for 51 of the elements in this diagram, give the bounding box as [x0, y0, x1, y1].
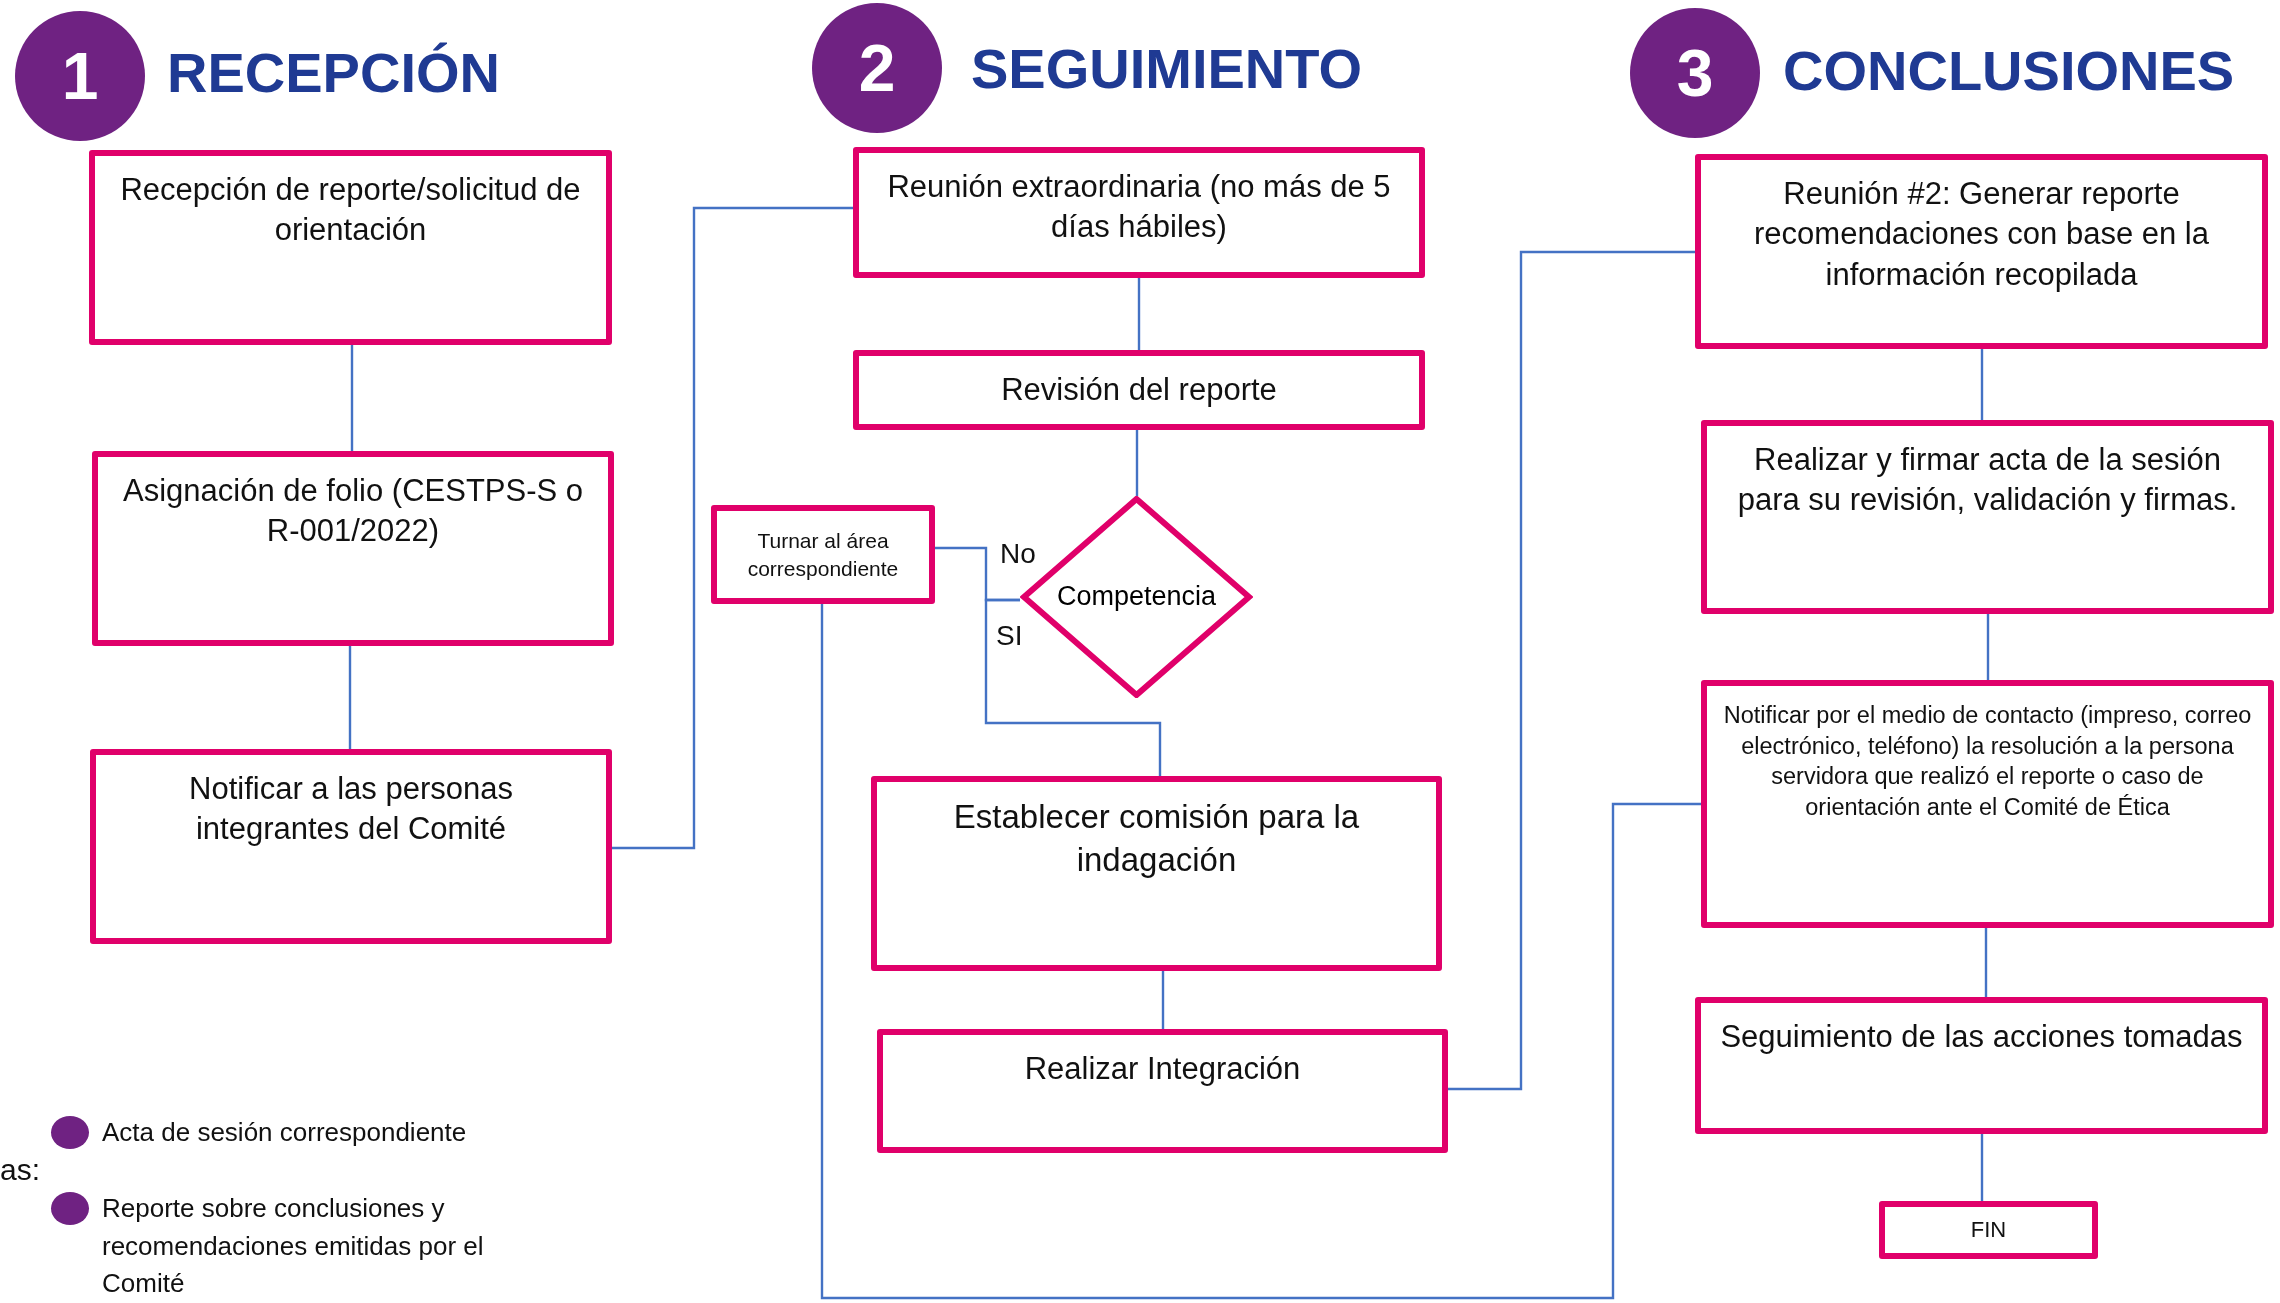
legend-text: Acta de sesión correspondiente — [102, 1116, 468, 1149]
connector-line — [1986, 614, 1990, 680]
node-text: Realizar Integración — [1024, 1050, 1301, 1088]
node-text: Reunión extraordinaria (no más de 5 días hábiles) — [886, 168, 1392, 247]
step-number: 3 — [1676, 40, 1714, 106]
step-number: 2 — [858, 35, 896, 101]
step-number: 1 — [61, 43, 99, 109]
connector-line — [820, 604, 1701, 1300]
process-box — [1701, 420, 2274, 614]
node-text: Realizar y firmar acta de la sesión para su revisión, validación y firmas. — [1736, 441, 2239, 520]
connector-line — [1980, 1134, 1984, 1201]
process-box — [1701, 680, 2274, 928]
connector-line — [612, 206, 853, 850]
node-text: Establecer comisión para la indagación — [952, 797, 1361, 880]
section-heading: RECEPCIÓN — [167, 40, 500, 105]
connector-line — [1448, 250, 1695, 1091]
process-box — [90, 749, 612, 944]
section-heading: CONCLUSIONES — [1783, 38, 2235, 103]
connector-line — [984, 598, 1162, 776]
process-box — [853, 147, 1425, 278]
connector-line — [1980, 349, 1984, 420]
connector-line — [348, 646, 352, 749]
process-box — [92, 451, 614, 646]
legend-text: Reporte sobre conclusiones y recomendaciones emitidas por el Comité — [102, 1192, 485, 1301]
edge-label: SI — [996, 620, 1023, 652]
connector-line — [1137, 278, 1141, 350]
connector-line — [350, 345, 354, 451]
node-text: Recepción de reporte/solicitud de orientación — [119, 171, 582, 250]
connector-line — [1161, 971, 1165, 1029]
process-box — [711, 505, 935, 604]
process-box — [877, 1029, 1448, 1153]
node-text: Notificar por el medio de contacto (impreso, correo electrónico, teléfono) la resolución a la persona servidora que realizó el reporte o caso de orientación ante el Comité de Ética — [1723, 701, 2252, 822]
process-box — [89, 150, 612, 345]
node-text: Notificar a las personas integrantes del Comité — [188, 770, 514, 849]
section-heading: SEGUIMIENTO — [971, 36, 1362, 101]
node-text: Seguimiento de las acciones tomadas — [1720, 1018, 2243, 1056]
node-text: FIN — [1970, 1215, 2007, 1244]
process-box — [1695, 154, 2268, 349]
process-box — [1695, 997, 2268, 1134]
legend-heading: as: — [0, 1152, 41, 1188]
connector-line — [1135, 430, 1139, 496]
edge-label: No — [1000, 538, 1036, 570]
node-text: Competencia — [1056, 580, 1217, 614]
connector-line — [1984, 928, 1988, 997]
node-text: Turnar al área correspondiente — [746, 528, 900, 582]
node-text: Revisión del reporte — [1001, 370, 1277, 409]
process-box — [853, 350, 1425, 430]
node-text: Reunión #2: Generar reporte recomendaciones con base en la información recopilada — [1753, 175, 2210, 294]
process-box — [871, 776, 1442, 971]
process-box — [1879, 1201, 2098, 1259]
node-text: Asignación de folio (CESTPS-S o R-001/2022) — [121, 472, 585, 551]
